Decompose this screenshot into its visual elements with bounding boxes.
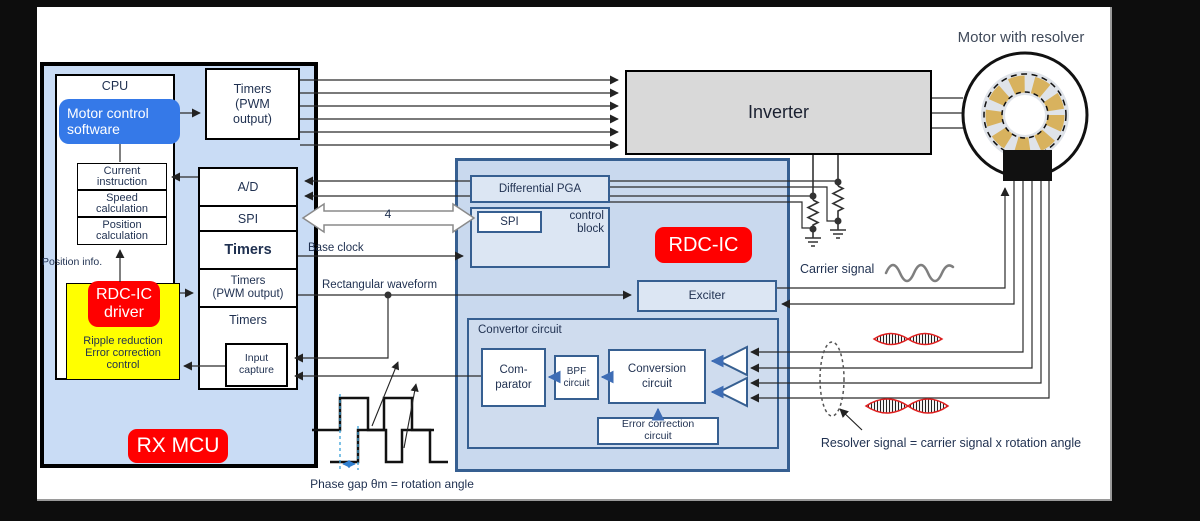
rdc-ic-tag: RDC-IC	[655, 227, 752, 263]
timers-pwm-output-top-block: Timers (PWM output)	[205, 68, 300, 140]
page-title: Motor with resolver	[957, 29, 1085, 46]
error-correction-circuit-block: Error correction circuit	[597, 417, 719, 445]
rect-waveform-label: Rectangular waveform	[322, 279, 438, 291]
cpu-label: CPU	[101, 79, 129, 93]
inverter-block: Inverter	[625, 70, 932, 155]
spi-bus-width-label: 4	[384, 207, 392, 221]
current-instruction-block: Current instruction	[77, 163, 167, 190]
position-info-label: Position info.	[42, 256, 103, 268]
timers-2-label: Timers	[229, 313, 267, 327]
base-clock-label: Base clock	[308, 242, 364, 254]
carrier-signal-label: Carrier signal	[800, 262, 875, 276]
timers-block: Timers	[198, 230, 298, 270]
control-block-label: control block	[569, 210, 604, 235]
ad-block: A/D	[198, 167, 298, 207]
rx-mcu-tag: RX MCU	[128, 429, 228, 463]
position-calculation-block: Position calculation	[77, 217, 167, 245]
rdc-ic-driver-tag: RDC-IC driver	[88, 281, 160, 327]
timers-pwm-output-2-block: Timers (PWM output)	[198, 268, 298, 308]
bpf-circuit-block: BPF circuit	[554, 355, 599, 400]
input-capture-block: Input capture	[225, 343, 288, 387]
rdc-spi-block: SPI	[477, 211, 542, 233]
motor-control-software-block: Motor control software	[59, 99, 180, 144]
spi-block: SPI	[198, 205, 298, 232]
speed-calculation-block: Speed calculation	[77, 190, 167, 217]
differential-pga-block: Differential PGA	[470, 175, 610, 203]
convertor-circuit-label: Convertor circuit	[478, 324, 562, 336]
comparator-block: Com- parator	[481, 348, 546, 407]
phase-gap-label: Phase gap θm = rotation angle	[310, 477, 474, 491]
resolver-equation-label: Resolver signal = carrier signal x rotat…	[820, 436, 1082, 450]
conversion-circuit-block: Conversion circuit	[608, 349, 706, 404]
exciter-block: Exciter	[637, 280, 777, 312]
rdc-driver-description: Ripple reduction Error correction contro…	[83, 334, 163, 372]
